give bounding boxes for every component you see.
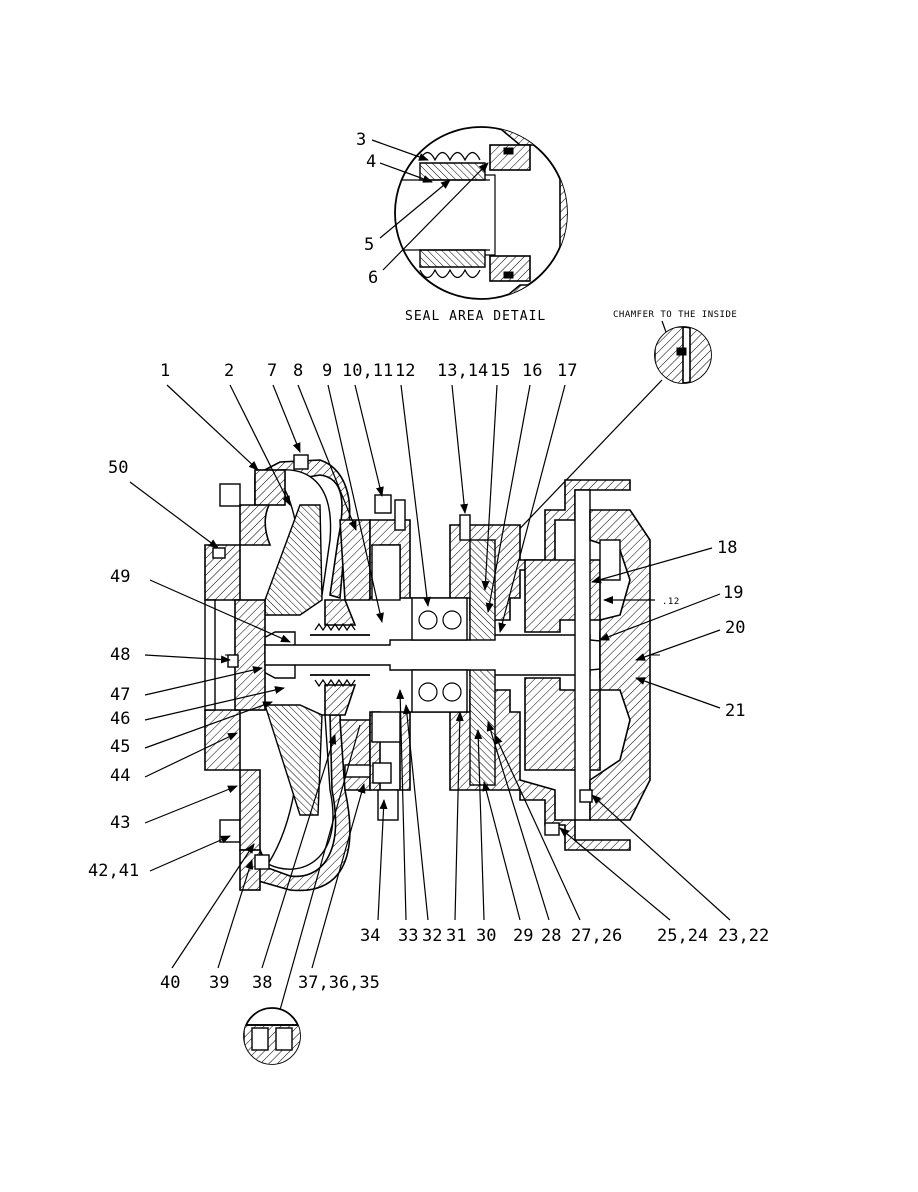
seal-detail-caption: SEAL AREA DETAIL bbox=[405, 309, 546, 324]
callouts-right: 18 19 20 21 .12 bbox=[591, 538, 745, 721]
callout-16: 16 bbox=[522, 361, 542, 381]
callout-21: 21 bbox=[725, 701, 745, 721]
seal-label-5: 5 bbox=[364, 235, 374, 255]
callout-32: 32 bbox=[422, 926, 442, 946]
callout-29: 29 bbox=[513, 926, 533, 946]
callout-39: 39 bbox=[209, 973, 229, 993]
callout-27-26: 27,26 bbox=[571, 926, 622, 946]
callout-28: 28 bbox=[541, 926, 561, 946]
dimension-note: .12 bbox=[662, 597, 680, 607]
callout-50: 50 bbox=[108, 458, 128, 478]
callout-44: 44 bbox=[110, 766, 130, 786]
callout-10-11: 10,11 bbox=[342, 361, 393, 381]
callout-30: 30 bbox=[476, 926, 496, 946]
callout-48: 48 bbox=[110, 645, 130, 665]
callout-1: 1 bbox=[160, 361, 170, 381]
callout-7: 7 bbox=[267, 361, 277, 381]
callout-49: 49 bbox=[110, 567, 130, 587]
main-assembly bbox=[204, 454, 660, 892]
seal-label-3: 3 bbox=[356, 130, 366, 150]
callout-15: 15 bbox=[490, 361, 510, 381]
bolt-detail bbox=[243, 1007, 301, 1065]
callout-18: 18 bbox=[717, 538, 737, 558]
callout-45: 45 bbox=[110, 737, 130, 757]
callout-2: 2 bbox=[224, 361, 234, 381]
callout-23-22: 23,22 bbox=[718, 926, 769, 946]
callout-33: 33 bbox=[398, 926, 418, 946]
callout-25-24: 25,24 bbox=[657, 926, 708, 946]
callouts-bottom: 34 33 32 31 30 29 28 27,26 25,24 23,22 4… bbox=[160, 689, 769, 1011]
callouts-left: 50 49 48 47 46 45 44 43 42,41 bbox=[88, 458, 291, 881]
seal-label-6: 6 bbox=[368, 268, 378, 288]
callout-42-41: 42,41 bbox=[88, 861, 139, 881]
callout-47: 47 bbox=[110, 685, 130, 705]
callout-13-14: 13,14 bbox=[437, 361, 488, 381]
seal-area-detail: 3 4 5 6 SEAL AREA DETAIL bbox=[356, 126, 568, 324]
callout-20: 20 bbox=[725, 618, 745, 638]
callout-8: 8 bbox=[293, 361, 303, 381]
seal-detail-circle bbox=[394, 126, 568, 300]
callout-37-36-35: 37,36,35 bbox=[298, 973, 380, 993]
chamfer-note: CHAMFER TO THE INSIDE bbox=[613, 310, 737, 320]
callout-38: 38 bbox=[252, 973, 272, 993]
callout-40: 40 bbox=[160, 973, 180, 993]
callout-9: 9 bbox=[322, 361, 332, 381]
callout-31: 31 bbox=[446, 926, 466, 946]
callout-34: 34 bbox=[360, 926, 380, 946]
callout-12: 12 bbox=[395, 361, 415, 381]
callouts-top: 1 2 7 8 9 10,11 12 13,14 15 16 17 bbox=[160, 361, 577, 633]
callout-46: 46 bbox=[110, 709, 130, 729]
callout-19: 19 bbox=[723, 583, 743, 603]
seal-label-4: 4 bbox=[366, 152, 376, 172]
callout-43: 43 bbox=[110, 813, 130, 833]
callout-17: 17 bbox=[557, 361, 577, 381]
